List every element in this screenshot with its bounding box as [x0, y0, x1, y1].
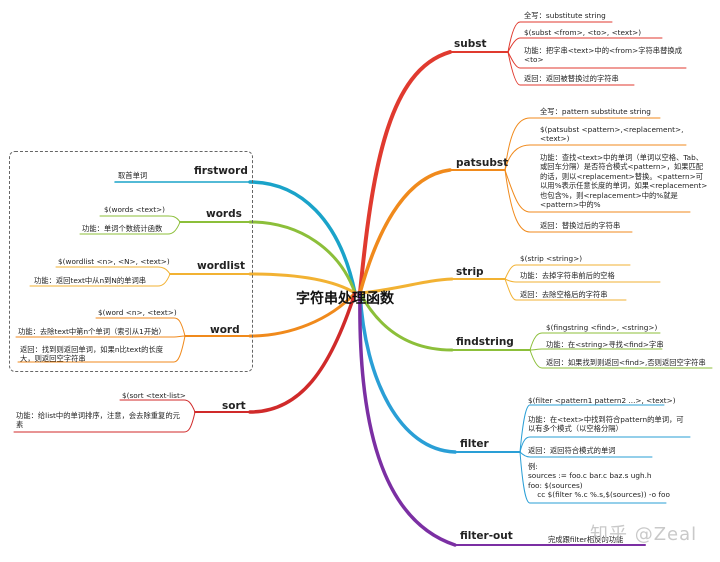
wordlist-syntax: $(wordlist <n>, <N>, <text>): [58, 257, 170, 266]
findstring-return: 返回：如果找到则返回<find>,否则返回空字符串: [546, 358, 706, 367]
sort-title: sort: [222, 400, 246, 412]
subst-title: subst: [454, 38, 487, 50]
word-functions-group-box: [9, 151, 253, 372]
word-function: 功能：去除text中第n个单词（索引从1开始）: [18, 327, 166, 336]
filterout-function: 完成跟filter相反的功能: [548, 535, 624, 544]
wordlist-function: 功能：返回text中从n到N的单词串: [34, 276, 147, 285]
filter-syntax: $(filter <pattern1 pattern2 ...>, <text>…: [528, 396, 676, 405]
word-title: word: [210, 324, 240, 336]
patsubst-syntax: $(patsubst <pattern>,<replacement>,<text…: [540, 125, 684, 144]
strip-return: 返回：去除空格后的字符串: [520, 290, 608, 299]
wordlist-title: wordlist: [197, 260, 246, 272]
filter-function: 功能：在<text>中找到符合pattern的单词，可以有多个模式（以空格分隔）: [528, 415, 684, 434]
patsubst-branch: [358, 117, 691, 295]
subst-branch: [358, 21, 687, 295]
filter-example: 例: sources := foo.c bar.c baz.s ugh.h fo…: [528, 462, 670, 500]
words-branch: [79, 215, 357, 295]
watermark-logo: 知乎 @Zeal: [590, 524, 698, 545]
patsubst-return: 返回：替换过后的字符串: [540, 221, 621, 230]
firstword-title: firstword: [194, 165, 248, 177]
findstring-syntax: $(fingstring <find>, <string>): [546, 323, 658, 332]
filterout-branch: [358, 291, 646, 547]
word-syntax: $(word <n>, <text>): [98, 308, 177, 317]
sort-syntax: $(sort <text-list>: [122, 391, 186, 400]
findstring-branch: [358, 291, 713, 369]
subst-return: 返回：返回被替换过的字符串: [524, 74, 619, 83]
filter-branch: [358, 291, 691, 504]
strip-syntax: $(strip <string>): [520, 254, 583, 263]
strip-title: strip: [456, 266, 484, 278]
filterout-title: filter-out: [460, 530, 513, 542]
words-syntax: $(words <text>): [104, 205, 166, 214]
patsubst-title: patsubst: [456, 157, 509, 169]
words-function: 功能：单词个数统计函数: [82, 224, 163, 233]
firstword-branch: [114, 180, 357, 295]
subst-fullname: 全写：substitute string: [524, 11, 606, 20]
center-topic: 字符串处理函数: [296, 291, 394, 307]
sort-branch: [13, 291, 357, 433]
subst-function: 功能：把字串<text>中的<from>字符串替换成<to>: [524, 46, 682, 65]
word-return: 返回：找到则返回单词，如果n比text的长度大，则返回空字符串: [20, 345, 164, 364]
strip-function: 功能：去掉字符串前后的空格: [520, 271, 615, 280]
strip-branch: [358, 264, 661, 301]
words-title: words: [206, 208, 242, 220]
findstring-title: findstring: [456, 336, 514, 348]
sort-function: 功能：给list中的单词排序，注意，会去除重复的元素: [16, 411, 180, 430]
filter-return: 返回：返回符合模式的单词: [528, 446, 616, 455]
filter-title: filter: [460, 438, 489, 450]
firstword-function: 取首单词: [118, 171, 148, 180]
patsubst-fullname: 全写：pattern substitute string: [540, 107, 651, 116]
findstring-function: 功能：在<string>寻找<find>字串: [546, 340, 664, 349]
patsubst-function: 功能：查找<text>中的单词（单词以空格、Tab、或回车分隔）是否符合模式<p…: [540, 153, 708, 210]
subst-syntax: $(subst <from>, <to>, <text>): [524, 28, 642, 37]
word-branch: [15, 291, 357, 363]
wordlist-branch: [29, 266, 357, 295]
